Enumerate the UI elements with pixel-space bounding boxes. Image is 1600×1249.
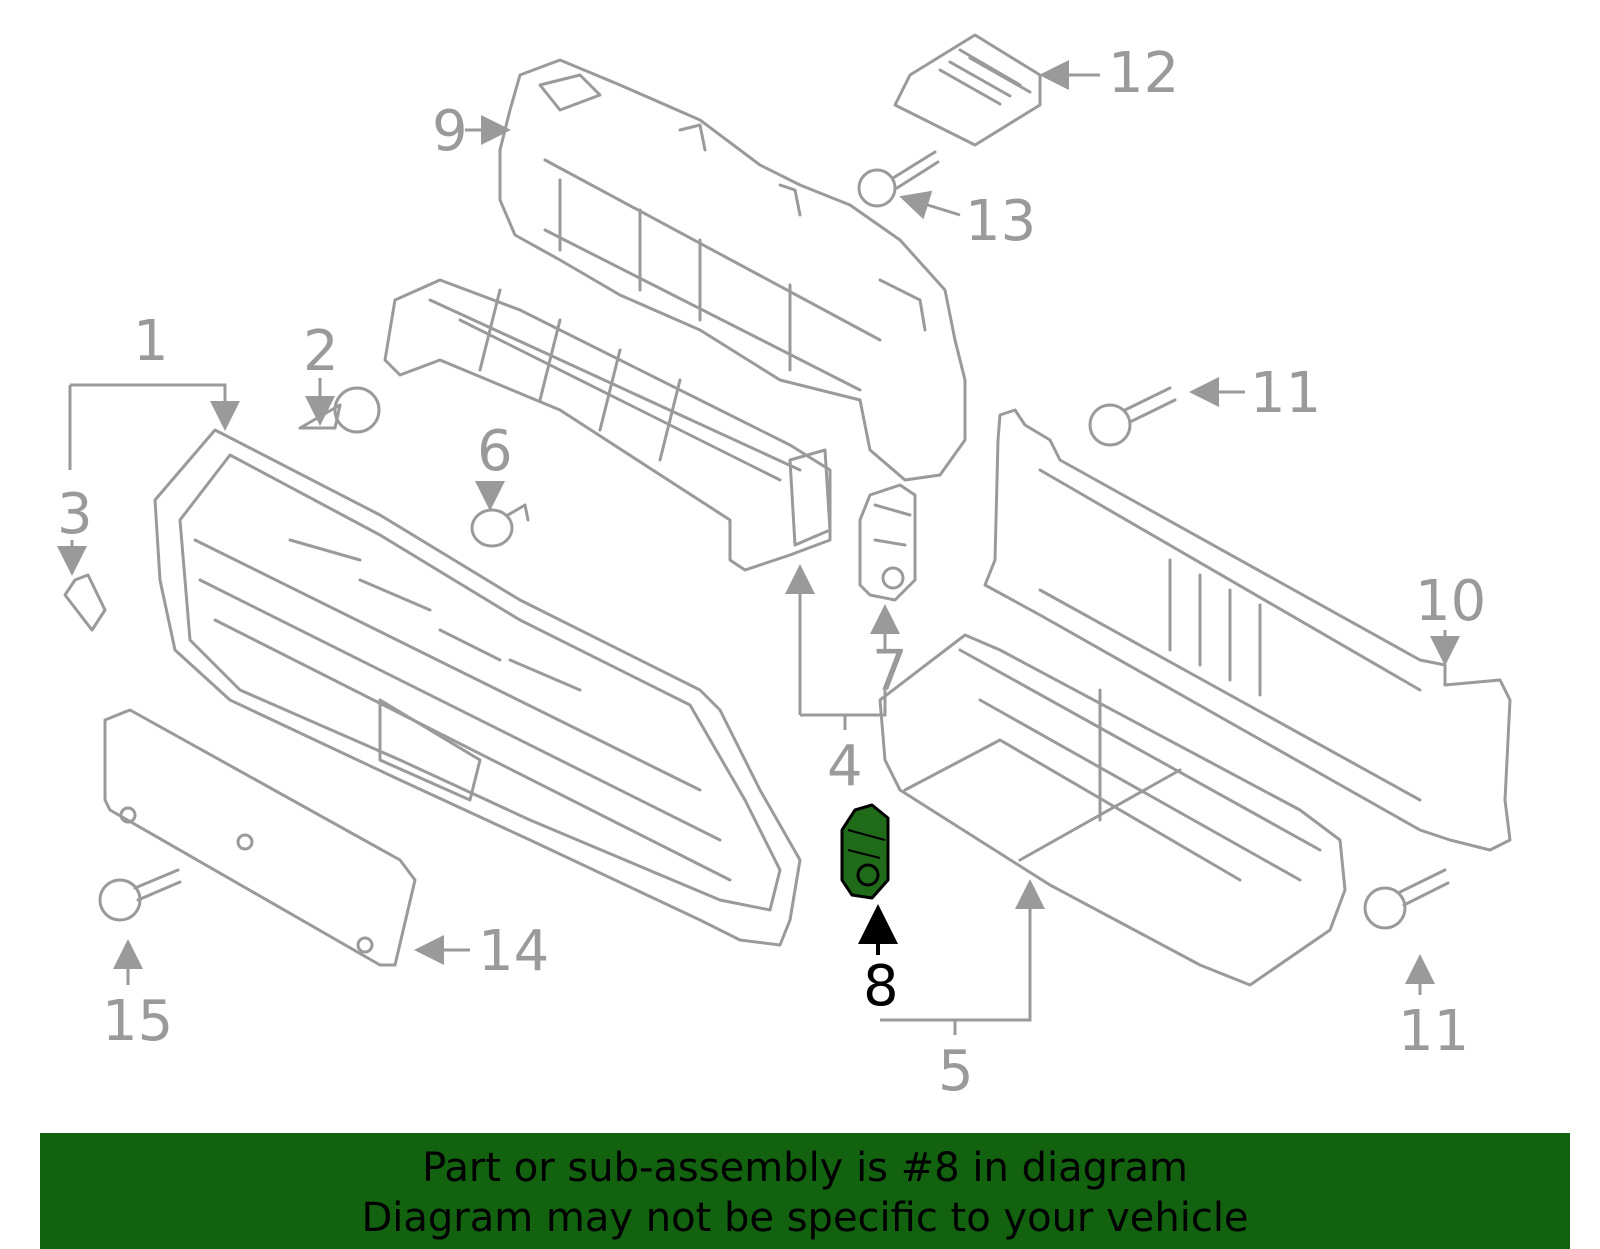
part-9-upper-air-guide xyxy=(498,58,967,482)
part-14-trim-strip xyxy=(103,708,417,967)
callout-13: 13 xyxy=(965,189,1036,254)
part-15-screw xyxy=(98,868,182,922)
callout-4: 4 xyxy=(827,734,863,799)
part-7-bracket xyxy=(858,483,917,602)
callout-9: 9 xyxy=(432,99,468,164)
part-11-bolt-upper xyxy=(1088,386,1177,447)
callout-15: 15 xyxy=(102,989,173,1054)
callout-3: 3 xyxy=(57,482,93,547)
callout-6: 6 xyxy=(477,419,513,484)
part-13-bolt xyxy=(857,150,940,208)
callout-5: 5 xyxy=(938,1039,974,1104)
part-5-lower-shield xyxy=(878,633,1347,987)
part-8-bracket-highlighted xyxy=(840,803,890,900)
callout-10: 10 xyxy=(1415,569,1486,634)
callout-7: 7 xyxy=(872,639,908,704)
part-3-cap xyxy=(63,573,107,632)
callout-12: 12 xyxy=(1108,41,1179,106)
info-banner: Part or sub-assembly is #8 in diagram Di… xyxy=(40,1133,1570,1249)
callout-2: 2 xyxy=(303,319,339,384)
part-1-grille xyxy=(153,428,802,947)
leader-lines xyxy=(57,60,1460,1035)
banner-line-1: Part or sub-assembly is #8 in diagram xyxy=(422,1145,1188,1191)
part-2-screw xyxy=(298,386,381,434)
part-12-cover xyxy=(893,33,1042,147)
callout-8: 8 xyxy=(863,954,899,1019)
part-6-clip xyxy=(470,503,530,548)
part-10-frame xyxy=(983,408,1512,852)
callout-14: 14 xyxy=(478,919,549,984)
banner-line-2: Diagram may not be specific to your vehi… xyxy=(361,1195,1249,1241)
part-11-bolt-lower xyxy=(1363,868,1450,930)
callout-1: 1 xyxy=(133,309,169,374)
callout-labels: 1 2 3 4 5 6 7 8 9 10 11 11 12 13 14 15 xyxy=(57,41,1486,1104)
part-4-air-guide xyxy=(383,278,832,572)
callout-11-upper: 11 xyxy=(1250,361,1321,426)
callout-11-lower: 11 xyxy=(1398,999,1469,1064)
